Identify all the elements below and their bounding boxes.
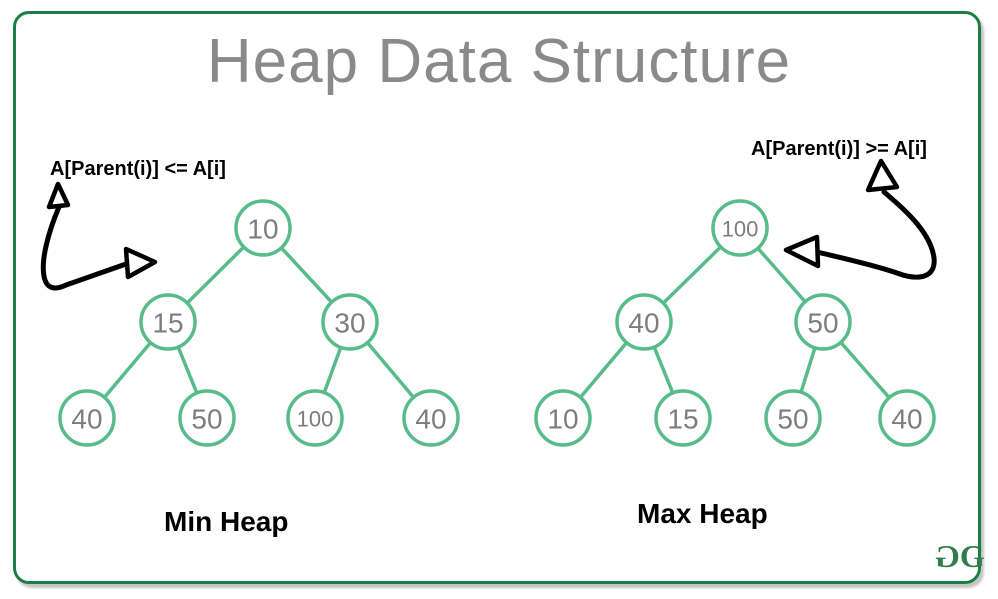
heap-node-circle (654, 389, 712, 447)
heap-node-value: 50 (777, 404, 808, 435)
logo-letter-g: G (959, 538, 985, 574)
arrowhead-left-icon (783, 234, 821, 269)
max-heap-annotation: A[Parent(i)] >= A[i] (751, 138, 927, 160)
heap-node-circle (58, 389, 116, 447)
heap-node-value: 40 (415, 404, 446, 435)
geeksforgeeks-logo: GG (938, 538, 985, 575)
min-heap-nodes: 10 15 30 40 50 100 40 (58, 199, 460, 447)
heap-node-circle (794, 293, 852, 351)
arrowhead-up-icon (46, 181, 71, 210)
heap-node-circle (711, 199, 769, 257)
heap-node-circle (764, 389, 822, 447)
max-heap-arrow (783, 158, 937, 280)
min-heap-label: Min Heap (164, 506, 289, 537)
heap-node-value: 40 (891, 404, 922, 435)
heap-node-value: 40 (71, 404, 102, 435)
arrowhead-up-icon (865, 158, 900, 193)
max-heap-edges (561, 226, 909, 420)
heap-node-value: 100 (722, 217, 759, 242)
min-heap-arrow (40, 181, 158, 291)
heap-node-circle (286, 389, 344, 447)
heap-node-circle (139, 293, 197, 351)
min-arrow-stem (40, 204, 129, 291)
min-heap-annotation: A[Parent(i)] <= A[i] (50, 158, 226, 180)
page-title: Heap Data Structure (206, 27, 792, 96)
heap-node-circle (321, 293, 379, 351)
heap-node-circle (402, 389, 460, 447)
heap-node-value: 100 (297, 407, 334, 432)
heap-node-value: 10 (547, 404, 578, 435)
heap-node-circle (534, 389, 592, 447)
max-heap-nodes: 100 40 50 10 15 50 40 (534, 199, 936, 447)
arrowhead-right-icon (123, 246, 158, 280)
max-arrow-stem (814, 189, 937, 280)
max-heap-label: Max Heap (637, 498, 768, 529)
heap-node-circle (615, 293, 673, 351)
heap-node-value: 40 (628, 308, 659, 339)
heap-node-circle (234, 199, 292, 257)
heap-node-value: 15 (667, 404, 698, 435)
heap-node-value: 50 (191, 404, 222, 435)
logo-letter-mirrored-g: G (938, 538, 960, 574)
heap-node-value: 15 (152, 308, 183, 339)
heap-node-value: 30 (334, 308, 365, 339)
heap-node-circle (878, 389, 936, 447)
diagram-border-frame (13, 11, 981, 584)
heap-node-value: 50 (807, 308, 838, 339)
heap-node-circle (178, 389, 236, 447)
heap-node-value: 10 (247, 214, 278, 245)
